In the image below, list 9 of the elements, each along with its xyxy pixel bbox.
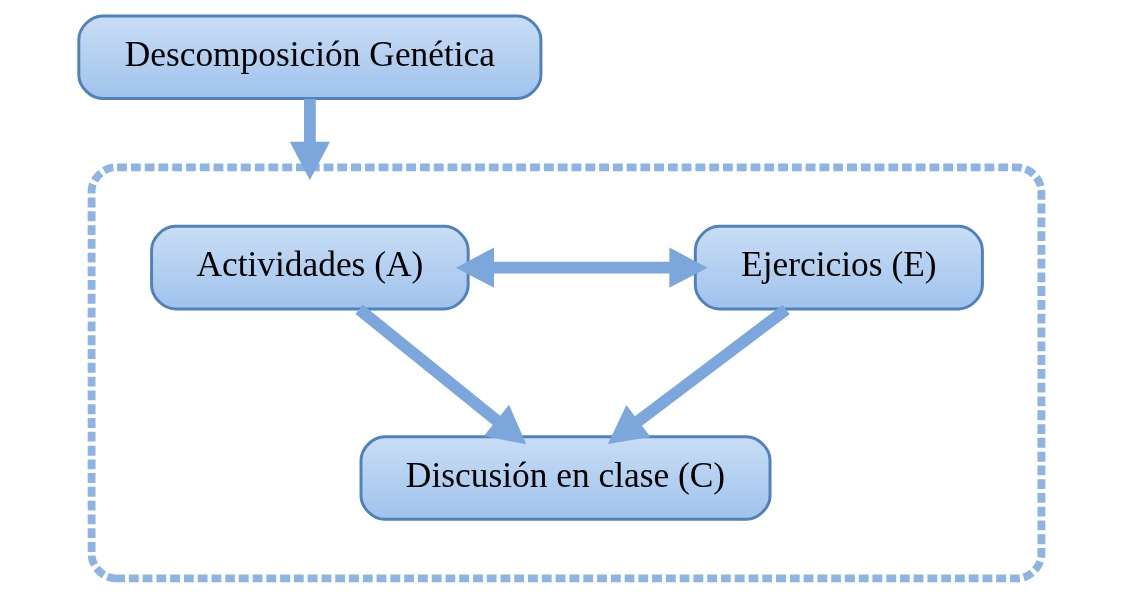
node-box: Discusión en clase (C) bbox=[359, 435, 771, 521]
node-box: Descomposición Genética bbox=[76, 14, 542, 100]
arrow bbox=[289, 99, 330, 181]
arrow bbox=[455, 247, 708, 288]
arrow bbox=[354, 304, 526, 445]
cluster bbox=[87, 163, 1045, 583]
arrow bbox=[607, 304, 790, 445]
node-box: Ejercicios (E) bbox=[693, 224, 984, 311]
node-box: Actividades (A) bbox=[149, 224, 470, 311]
